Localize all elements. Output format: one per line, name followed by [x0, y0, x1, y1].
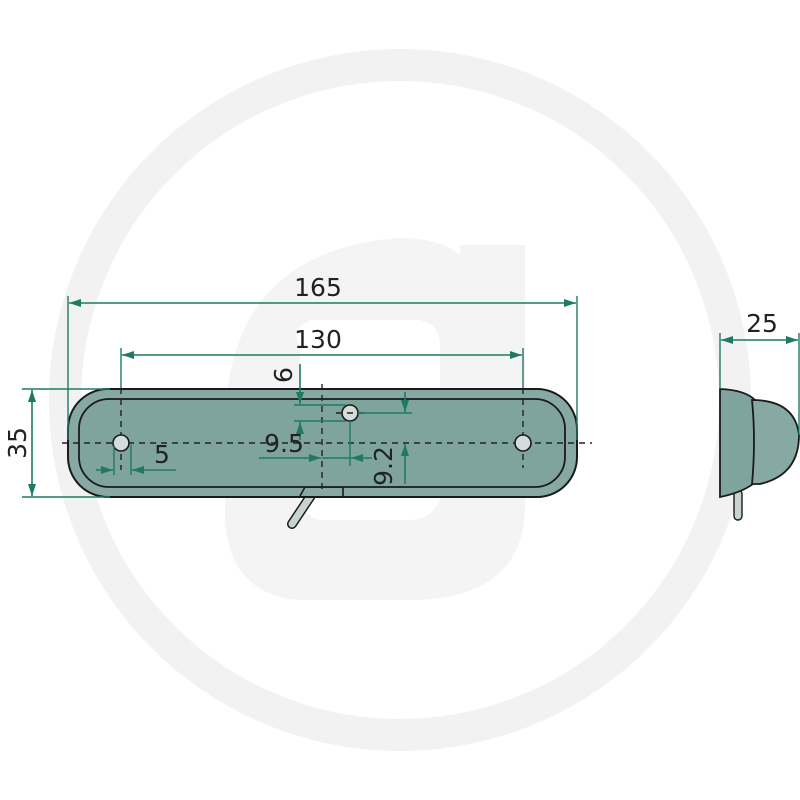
label-9-2: 9.2 — [369, 446, 398, 486]
dimension-hole-diameter: 5 — [96, 440, 176, 475]
label-5: 5 — [154, 440, 170, 469]
label-9-5: 9.5 — [264, 429, 304, 458]
dimension-center-offset-y: 9.2 — [358, 392, 412, 486]
dimension-height: 35 — [3, 388, 110, 498]
dimension-center-hole-6: 6 — [269, 364, 346, 440]
side-cable — [733, 489, 743, 521]
mounting-hole-left — [112, 434, 130, 452]
dimension-depth: 25 — [719, 309, 800, 435]
label-25: 25 — [746, 309, 778, 338]
front-view — [62, 384, 592, 529]
label-130: 130 — [294, 325, 342, 354]
label-165: 165 — [294, 273, 342, 302]
label-6: 6 — [269, 367, 298, 383]
mounting-hole-right — [514, 434, 532, 452]
dimension-hole-spacing: 130 — [120, 325, 524, 388]
side-view — [719, 388, 800, 521]
dimension-center-offset-x: 9.5 — [259, 421, 372, 466]
dimension-overall-length: 165 — [67, 273, 578, 440]
label-35: 35 — [3, 427, 32, 459]
side-lens-dome — [751, 399, 800, 485]
